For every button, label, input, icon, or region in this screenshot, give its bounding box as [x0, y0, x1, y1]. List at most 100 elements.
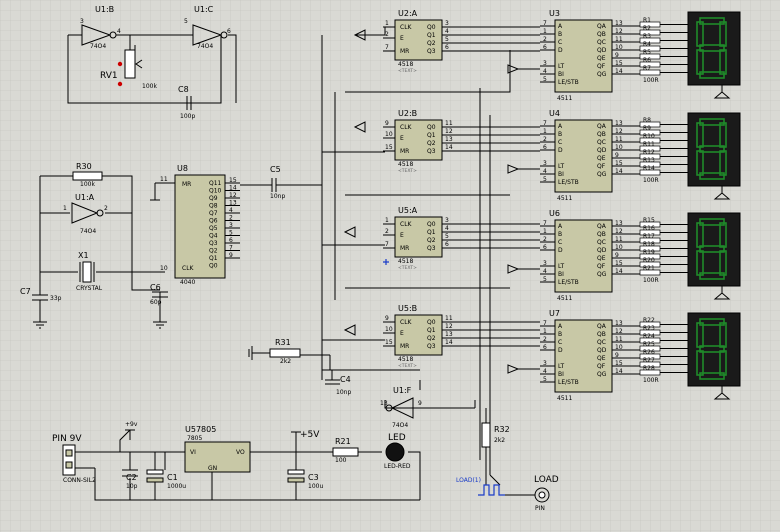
ff-left-pin-num: 2: [385, 228, 389, 235]
decoder-output-label: QB: [597, 31, 606, 38]
led-indicator[interactable]: LED LED-RED: [384, 433, 411, 470]
decoder-output-pin-num: 11: [615, 136, 623, 143]
capacitor-c6[interactable]: C6 60p: [150, 283, 168, 306]
resistor-label: R1: [643, 17, 651, 24]
display-segment: [699, 218, 725, 226]
u8-output-label: Q11: [209, 180, 222, 187]
seven-segment-display-0[interactable]: [687, 11, 741, 99]
flip-flop-3[interactable]: U5:BCLKEMRQ0Q1Q2Q34518<TEXT>910151112131…: [383, 304, 540, 369]
decoder-input-pin-num: 1: [543, 128, 547, 135]
ff-terminal-icon: [353, 29, 366, 41]
decoder-input-label: A: [558, 23, 563, 30]
decoder-control-pin-num: 5: [543, 276, 547, 283]
c5-value: 10np: [270, 193, 285, 200]
r30-value: 100k: [80, 181, 95, 188]
flip-flop-1[interactable]: U2:BCLKEMRQ0Q1Q2Q34518<TEXT>910151112131…: [383, 109, 540, 174]
display-segment: [699, 118, 725, 126]
ff-pin-e: E: [400, 135, 404, 142]
ff-right-pin-num: 3: [445, 217, 449, 224]
decoder-input-pin-num: 2: [543, 36, 547, 43]
text-placeholder: <TEXT>: [398, 68, 417, 74]
u8-output-pin-num: 3: [229, 222, 233, 229]
resistor-label: R25: [643, 341, 655, 348]
capacitor-c3[interactable]: C3 100u: [287, 469, 323, 490]
gate-u1c-pin-in: 5: [184, 18, 188, 25]
ff-left-pin-num: 10: [385, 131, 393, 138]
decoder-output-label: QB: [597, 131, 606, 138]
seven-segment-display-2[interactable]: [687, 212, 741, 300]
decoder-control-label: LT: [558, 63, 565, 70]
decoder-output-pin-num: 15: [615, 360, 623, 367]
decoder-part: 4511: [557, 395, 572, 402]
ff-pin-q3: Q3: [427, 343, 436, 350]
decoder-output-label: QD: [597, 347, 607, 354]
decoder-input-pin-num: 2: [543, 336, 547, 343]
decoder-input-label: A: [558, 123, 563, 130]
display-segment: [719, 322, 727, 348]
capacitor-c4[interactable]: C4 10np: [325, 375, 351, 396]
decoder-output-pin-num: 9: [615, 352, 619, 359]
ff-right-pin-num: 13: [445, 136, 453, 143]
resistor-r30[interactable]: R30 100k: [72, 162, 103, 188]
decoder-output-label: QC: [597, 339, 606, 346]
ff-pin-q0: Q0: [427, 24, 436, 31]
decoder-control-label: LT: [558, 363, 565, 370]
c4-value: 10np: [336, 389, 351, 396]
flip-flop-ref: U2:A: [398, 9, 418, 18]
load-generator[interactable]: LOAD(1): [456, 477, 505, 496]
gate-u1a-ref: U1:A: [75, 193, 95, 202]
ff-left-pin-num: 9: [385, 120, 389, 127]
load-pin[interactable]: LOAD PIN: [505, 475, 559, 512]
x1-value: CRYSTAL: [76, 285, 103, 292]
led-ref: LED: [388, 433, 406, 443]
seven-segment-display-3[interactable]: [687, 312, 741, 400]
ff-pin-mr: MR: [400, 148, 409, 155]
decoder-output-label: QF: [597, 63, 606, 70]
decoder-output-label: QE: [597, 255, 606, 262]
display-segment: [719, 122, 727, 148]
gate-u1f[interactable]: U1:F 74O4 13 9: [380, 386, 422, 429]
decoder-output-label: QA: [597, 123, 607, 130]
reg-gnd: GN: [208, 465, 217, 472]
ground-icon: [153, 321, 167, 329]
display-group: [687, 11, 741, 400]
decoder-input-label: A: [558, 223, 563, 230]
capacitor-c7[interactable]: C7 33p: [20, 287, 62, 302]
decoder-terminal-icon: [507, 64, 520, 74]
connector-pin9v[interactable]: PIN 9V CONN-SIL2: [52, 434, 96, 484]
gate-u1a[interactable]: U1:A 74O4 1 2: [63, 193, 108, 235]
seven-segment-display-1[interactable]: [687, 112, 741, 200]
capacitor-c8[interactable]: C8 100p: [178, 85, 195, 120]
capacitor-c1[interactable]: C1 1000u: [146, 469, 186, 490]
resistor-r31[interactable]: R31 2k2: [248, 338, 301, 365]
load-ref: LOAD: [534, 475, 559, 485]
capacitor-c2[interactable]: C2 10p: [122, 469, 138, 490]
u8-output-pin-num: 6: [229, 237, 233, 244]
ff-pin-clk: CLK: [400, 124, 413, 131]
resistor-r32[interactable]: R32 2k2: [481, 408, 510, 485]
potentiometer-rv1[interactable]: RV1 100k: [100, 49, 157, 90]
decoder-control-label: LE/STB: [558, 379, 579, 386]
resistor-label: R26: [643, 349, 655, 356]
regulator-7805[interactable]: U57805 7805 VI VO GN: [184, 425, 251, 473]
decoder-control-label: LE/STB: [558, 79, 579, 86]
ff-right-pin-num: 5: [445, 233, 449, 240]
decoder-output-pin-num: 9: [615, 152, 619, 159]
crystal-x1[interactable]: X1 CRYSTAL: [76, 251, 103, 292]
decoder-output-label: QD: [597, 47, 607, 54]
decoder-control-pin-num: 5: [543, 176, 547, 183]
resistor-r21[interactable]: R21 100: [332, 437, 359, 464]
